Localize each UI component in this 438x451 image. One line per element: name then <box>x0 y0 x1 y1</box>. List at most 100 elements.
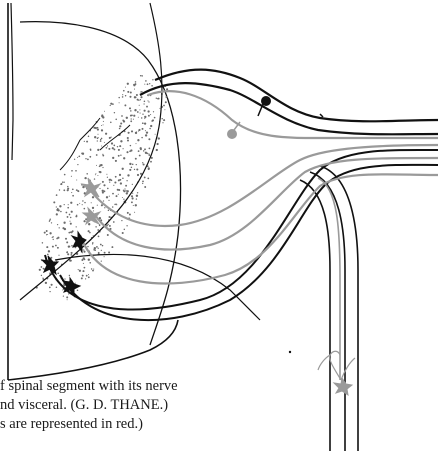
caption-line-2: nd visceral. (G. D. THANE.) <box>0 397 168 413</box>
grey-matter-dot <box>57 272 59 274</box>
grey-matter-dot <box>129 163 131 165</box>
grey-matter-dot <box>101 125 102 126</box>
grey-matter-dot <box>104 256 105 257</box>
grey-matter-dot <box>138 117 139 118</box>
grey-matter-dot <box>120 182 122 184</box>
dot-mark <box>289 351 291 353</box>
grey-matter-dot <box>109 179 111 181</box>
grey-matter-dot <box>77 204 79 206</box>
grey-matter-dot <box>63 182 64 183</box>
grey-matter-dot <box>89 232 91 234</box>
grey-matter-dot <box>95 174 96 175</box>
grey-matter-dot <box>127 212 129 214</box>
grey-matter-dot <box>108 210 109 211</box>
grey-matter-dot <box>139 109 140 110</box>
grey-matter-dot <box>125 95 126 96</box>
grey-matter-dot <box>81 277 83 279</box>
grey-matter-dot <box>131 114 133 116</box>
grey-matter-dot <box>107 177 108 178</box>
grey-matter-dot <box>108 200 109 201</box>
grey-matter-dot <box>56 206 57 207</box>
grey-matter-dot <box>135 204 137 206</box>
grey-matter-dot <box>128 132 130 134</box>
grey-matter-dot <box>124 104 126 106</box>
grey-matter-dot <box>104 142 105 143</box>
grey-matter-dot <box>57 247 59 249</box>
grey-matter-dot <box>126 151 128 153</box>
grey-matter-dot <box>68 232 70 234</box>
grey-matter-dot <box>120 154 121 155</box>
grey-matter-dot <box>129 169 131 171</box>
grey-matter-dot <box>166 96 168 98</box>
grey-matter-dot <box>113 221 115 223</box>
grey-matter-dot <box>136 164 137 165</box>
grey-matter-dot <box>135 81 137 83</box>
grey-matter-dot <box>76 179 77 180</box>
grey-matter-dot <box>158 137 160 139</box>
grey-matter-dot <box>42 277 43 278</box>
grey-matter-dot <box>110 136 111 137</box>
grey-matter-dot <box>125 87 126 88</box>
grey-matter-dot <box>131 130 133 132</box>
grey-matter-dot <box>97 175 98 176</box>
grey-matter-dot <box>93 210 94 211</box>
grey-matter-dot <box>103 121 104 122</box>
grey-matter-dot <box>140 173 142 175</box>
grey-matter-dot <box>99 188 100 189</box>
grey-matter-dot <box>127 190 129 192</box>
grey-matter-dot <box>142 128 144 130</box>
grey-matter-dot <box>92 270 94 272</box>
grey-matter-dot <box>47 234 48 235</box>
grey-matter-dot <box>134 169 135 170</box>
grey-matter-dot <box>151 157 153 159</box>
grey-matter-dot <box>129 150 131 152</box>
grey-matter-dot <box>126 192 128 194</box>
grey-matter-dot <box>60 211 62 213</box>
grey-matter-dot <box>77 164 78 165</box>
grey-matter-dot <box>142 122 144 124</box>
grey-matter-dot <box>46 234 47 235</box>
grey-matter-dot <box>131 118 132 119</box>
grey-matter-dot <box>141 117 142 118</box>
grey-matter-dot <box>130 120 132 122</box>
grey-matter-dot <box>64 174 66 176</box>
grey-matter-dot <box>117 146 118 147</box>
grey-matter-dot <box>102 155 104 157</box>
grey-matter-dot <box>69 221 70 222</box>
grey-matter-dot <box>91 268 92 269</box>
grey-matter-dot <box>67 188 68 189</box>
grey-matter-dot <box>92 242 94 244</box>
visceral-fibre-1 <box>148 91 438 138</box>
grey-matter-dot <box>79 203 80 204</box>
grey-matter-dot <box>147 178 149 180</box>
grey-matter-dot <box>63 189 65 191</box>
grey-matter-dot <box>101 250 102 251</box>
grey-matter-dot <box>106 196 108 198</box>
grey-matter-dot <box>56 287 58 289</box>
grey-matter-dot <box>163 119 165 121</box>
grey-matter-dot <box>116 195 118 197</box>
grey-matter-dot <box>86 173 88 175</box>
grey-matter-dot <box>118 194 119 195</box>
grey-matter-dot <box>53 239 54 240</box>
grey-matter-dot <box>166 88 168 90</box>
grey-matter-dot <box>139 155 141 157</box>
grey-matter-dot <box>130 110 132 112</box>
grey-matter-dot <box>97 127 99 129</box>
grey-matter-dot <box>113 185 114 186</box>
grey-matter-dot <box>66 241 68 243</box>
grey-matter-dot <box>148 115 150 117</box>
visceral-fibre-descending <box>318 178 340 380</box>
grey-matter-dot <box>82 270 84 272</box>
grey-matter-dot <box>162 122 163 123</box>
grey-matter-dot <box>55 245 57 247</box>
grey-matter-dot <box>84 177 86 179</box>
grey-matter-dot <box>141 137 142 138</box>
grey-matter-dot <box>49 220 50 221</box>
grey-matter-dot <box>72 188 74 190</box>
grey-matter-dot <box>146 106 148 108</box>
grey-matter-dot <box>122 197 123 198</box>
grey-matter-dot <box>90 156 91 157</box>
grey-matter-dot <box>127 91 129 93</box>
grey-matter-dot <box>164 109 165 110</box>
